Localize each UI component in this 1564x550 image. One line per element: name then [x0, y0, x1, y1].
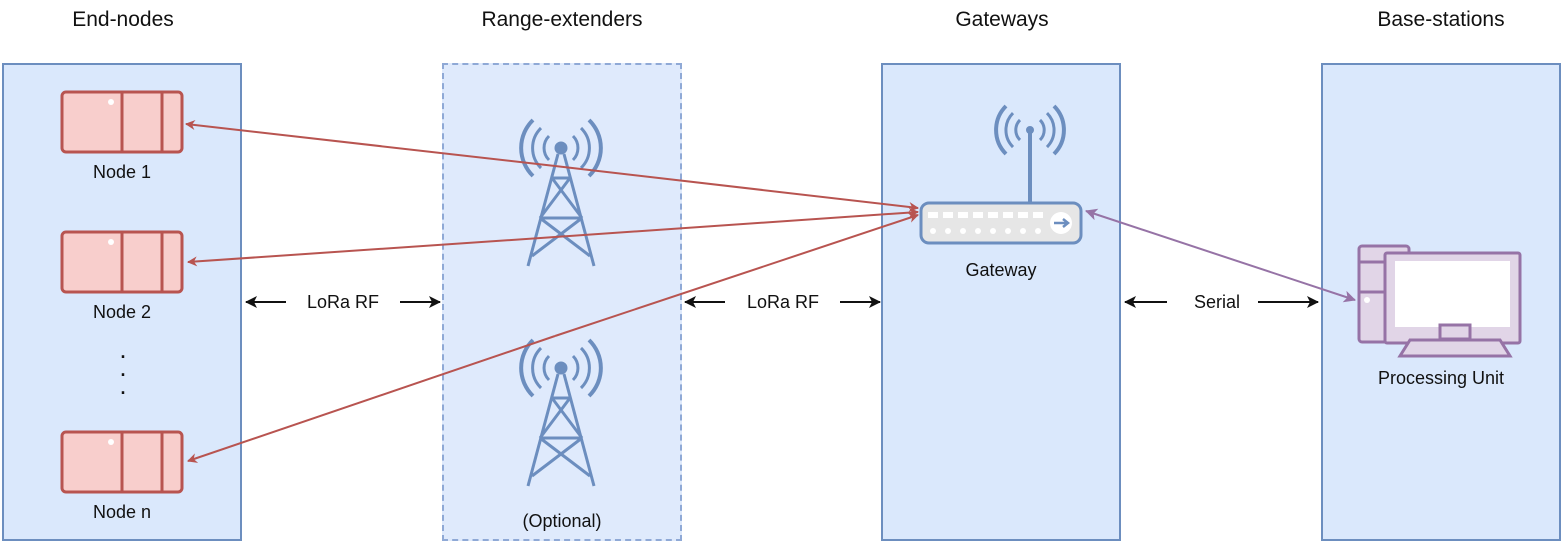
- node-2-label: Node 2: [92, 302, 152, 322]
- serial-link: [1085, 208, 1356, 303]
- radio-tower-optional-icon: [519, 338, 603, 487]
- computer-icon: [1357, 244, 1522, 358]
- optional-label: (Optional): [522, 511, 602, 531]
- gateway-label: Gateway: [965, 260, 1037, 280]
- column-title-end-nodes: End-nodes: [72, 8, 174, 31]
- gateways-panel: [881, 63, 1121, 541]
- lora-rf-label-2: LoRa RF: [746, 292, 820, 312]
- radio-tower-icon: [519, 118, 603, 267]
- column-title-range-extenders: Range-extenders: [481, 8, 643, 31]
- node-1-link: [185, 120, 919, 212]
- gateway-router-icon: [919, 104, 1083, 245]
- lora-rf-label-1: LoRa RF: [306, 292, 380, 312]
- node-n-link: [187, 213, 919, 463]
- column-title-base-stations: Base-stations: [1377, 8, 1505, 31]
- node-2-link: [187, 207, 919, 267]
- node-n-label: Node n: [92, 502, 152, 522]
- column-title-gateways: Gateways: [955, 8, 1049, 31]
- node-2-device: [60, 230, 184, 294]
- ellipsis: ...: [119, 334, 127, 400]
- node-1-device: [60, 90, 184, 154]
- processing-unit-label: Processing Unit: [1377, 368, 1505, 388]
- serial-label: Serial: [1193, 292, 1241, 312]
- node-1-label: Node 1: [92, 162, 152, 182]
- node-n-device: [60, 430, 184, 494]
